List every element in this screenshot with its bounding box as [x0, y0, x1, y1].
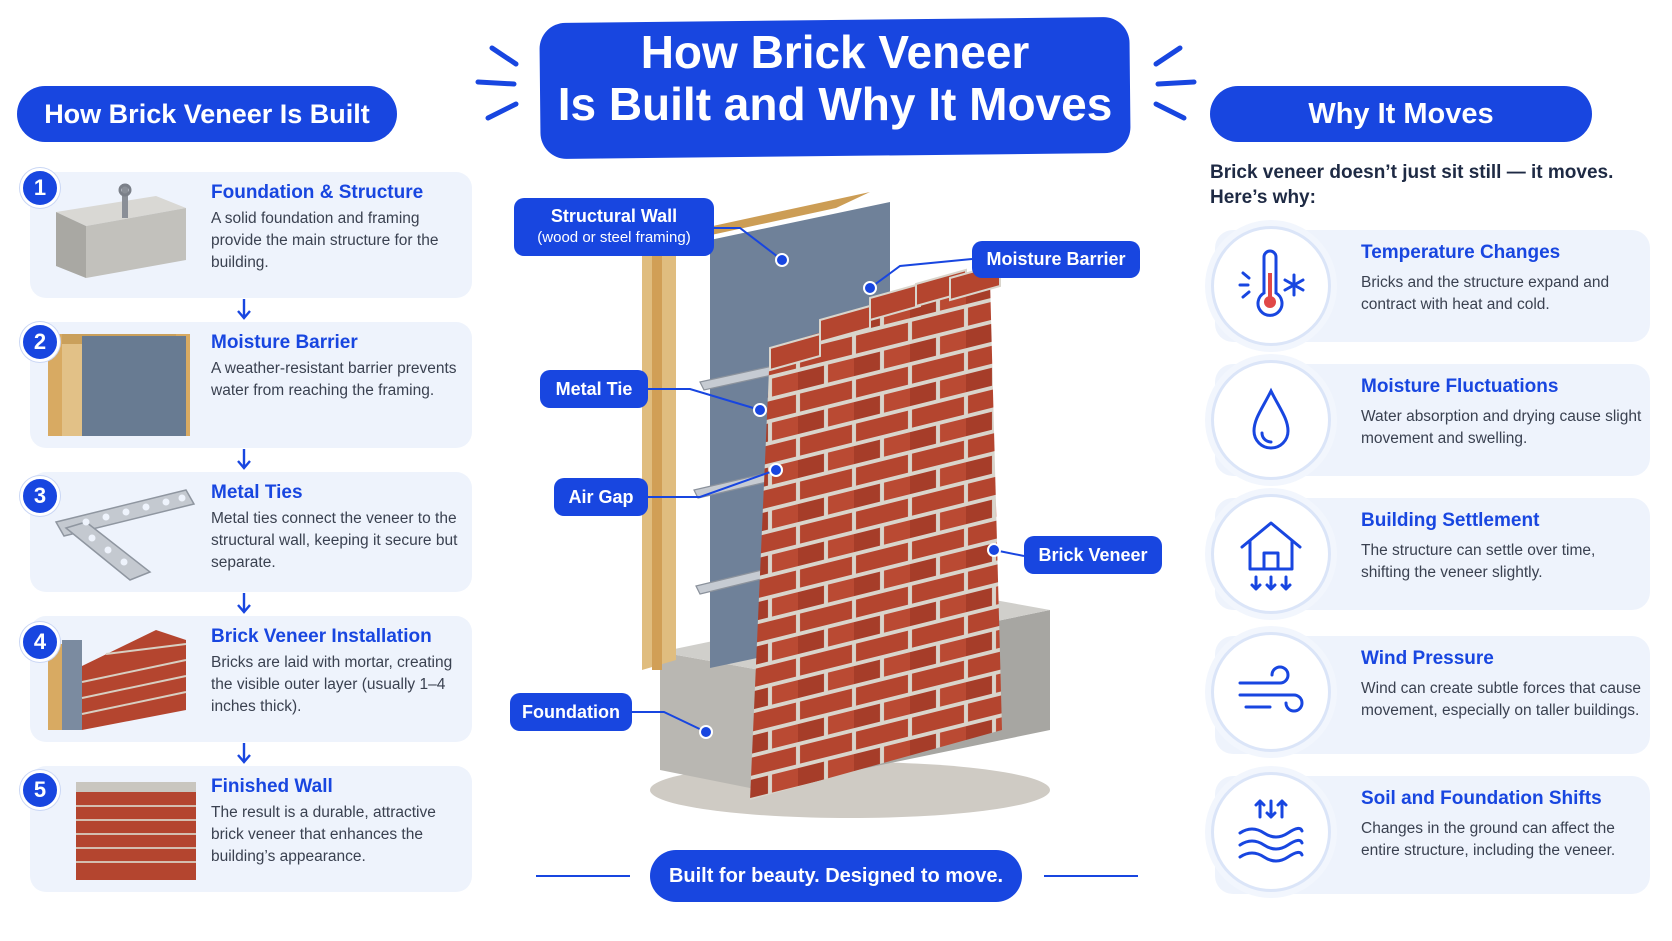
step-card-1: Foundation & Structure A solid foundatio…	[30, 172, 472, 298]
page-title-line2: Is Built and Why It Moves	[557, 78, 1113, 130]
burst-lines-right-icon	[1153, 45, 1197, 121]
right-section-header: Why It Moves	[1210, 86, 1592, 142]
page-title-line1: How Brick Veneer	[640, 26, 1030, 78]
finished-wall-illustration	[76, 782, 196, 880]
callout-metal-tie: Metal Tie	[540, 370, 648, 408]
reason-title: Moisture Fluctuations	[1361, 376, 1559, 397]
step-number-badge: 2	[20, 322, 60, 362]
step-description: Bricks are laid with mortar, creating th…	[211, 654, 453, 715]
reason-title: Soil and Foundation Shifts	[1361, 788, 1602, 809]
right-intro-line2: Here’s why:	[1210, 187, 1316, 208]
reason-icon-circle	[1211, 360, 1331, 480]
foundation-block-illustration	[56, 183, 186, 278]
arrow-down-icon	[237, 299, 251, 320]
moisture-barrier-illustration	[48, 334, 190, 436]
step-number-badge: 4	[20, 622, 60, 662]
step-card-3: Metal Ties Metal ties connect the veneer…	[30, 472, 472, 592]
reason-icon-circle	[1211, 632, 1331, 752]
reason-title: Temperature Changes	[1361, 242, 1561, 263]
callout-structural-wall: Structural Wall (wood or steel framing)	[514, 198, 714, 256]
water-drop-icon	[1252, 387, 1290, 450]
step-title: Moisture Barrier	[211, 332, 358, 353]
callout-structural-wall-label: Structural Wall	[550, 206, 678, 226]
brick-installation-illustration	[48, 630, 187, 730]
reason-title: Wind Pressure	[1361, 648, 1494, 669]
callout-structural-wall-sublabel: (wood or steel framing)	[537, 229, 691, 246]
thermometer-snowflake-icon	[1238, 249, 1305, 317]
step-number-badge: 5	[20, 770, 60, 810]
step-description: Metal ties connect the veneer to the str…	[211, 510, 458, 571]
reason-icon-circle	[1211, 226, 1331, 346]
right-intro-line1: Brick veneer doesn’t just sit still — it…	[1210, 162, 1614, 183]
step-description: The result is a durable, attractive bric…	[211, 804, 436, 865]
burst-lines-left-icon	[475, 45, 519, 121]
reason-description: Water absorption and drying cause slight…	[1361, 408, 1642, 447]
left-section-header: How Brick Veneer Is Built	[17, 86, 397, 142]
step-title: Brick Veneer Installation	[211, 626, 432, 647]
step-card-5: Finished Wall The result is a durable, a…	[30, 766, 472, 892]
step-card-2: Moisture Barrier A weather-resistant bar…	[30, 322, 472, 448]
house-settling-icon	[1240, 521, 1302, 591]
callout-brick-veneer: Brick Veneer	[1024, 536, 1162, 574]
reason-icon-circle	[1211, 772, 1331, 892]
ground-waves-icon	[1238, 799, 1304, 863]
right-intro: Brick veneer doesn’t just sit still — it…	[1210, 160, 1660, 210]
tagline-rule-right	[1044, 875, 1138, 877]
arrow-down-icon	[237, 449, 251, 470]
arrow-down-icon	[237, 593, 251, 614]
step-title: Finished Wall	[211, 776, 333, 797]
callout-foundation: Foundation	[510, 693, 632, 731]
step-number-badge: 3	[20, 476, 60, 516]
reason-description: Bricks and the structure expand and cont…	[1361, 274, 1610, 313]
page-title: How Brick Veneer Is Built and Why It Mov…	[540, 26, 1130, 130]
arrow-down-icon	[237, 743, 251, 764]
step-title: Foundation & Structure	[211, 182, 424, 203]
wind-icon	[1238, 665, 1304, 713]
callout-air-gap: Air Gap	[554, 478, 648, 516]
tagline-rule-left	[536, 875, 630, 877]
reason-icon-circle	[1211, 494, 1331, 614]
reason-description: The structure can settle over time, shif…	[1361, 542, 1596, 581]
step-description: A weather-resistant barrier prevents wat…	[211, 360, 457, 399]
tagline: Built for beauty. Designed to move.	[650, 850, 1022, 902]
reason-description: Wind can create subtle forces that cause…	[1361, 680, 1642, 719]
step-card-4: Brick Veneer Installation Bricks are lai…	[30, 616, 472, 742]
step-description: A solid foundation and framing provide t…	[211, 210, 439, 271]
callout-moisture-barrier: Moisture Barrier	[972, 241, 1140, 278]
step-number-badge: 1	[20, 168, 60, 208]
step-title: Metal Ties	[211, 482, 303, 503]
metal-ties-illustration	[54, 489, 196, 581]
reason-title: Building Settlement	[1361, 510, 1540, 531]
reason-description: Changes in the ground can affect the ent…	[1361, 820, 1616, 859]
